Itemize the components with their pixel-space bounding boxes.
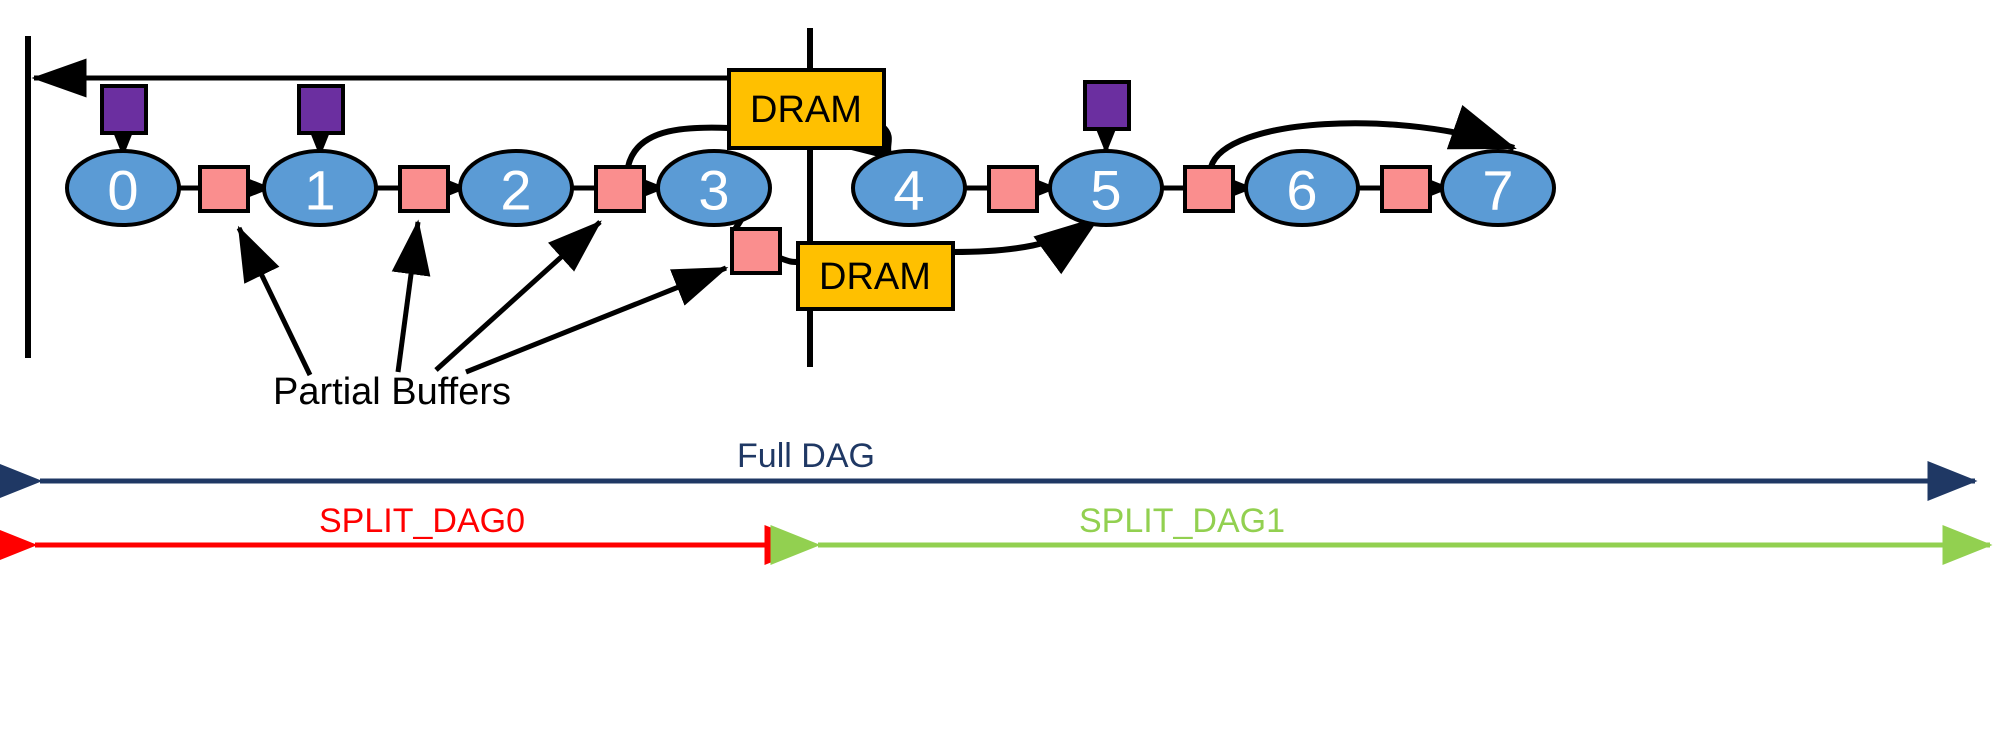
node-2[interactable]: 2 [458,149,574,227]
node-0-label: 0 [107,159,138,222]
node-1[interactable]: 1 [262,149,378,227]
edge-dram-lower-to-node5 [952,215,1101,275]
buffer-4-5[interactable] [987,165,1039,213]
full-dag-label: Full DAG [737,437,875,475]
partial-buffers-label: Partial Buffers [273,371,511,413]
buffer-3-dram[interactable] [730,227,782,275]
measure-full-dag: Full DAG [0,437,1978,501]
split-dag0-label: SPLIT_DAG0 [319,502,525,540]
edge-skip-buffer56-to-node7 [1208,105,1517,169]
dram-upper-label: DRAM [750,89,862,131]
weight-node-5[interactable] [1083,80,1131,131]
leader-to-buffer-3-dram [465,265,729,375]
node-4[interactable]: 4 [851,149,967,227]
dram-upper[interactable]: DRAM [727,68,886,150]
leader-to-buffer-2-3 [434,220,602,372]
weight-node-0[interactable] [100,84,148,135]
node-1-label: 1 [304,159,335,222]
node-0[interactable]: 0 [65,149,181,227]
measure-split-dag1: SPLIT_DAG1 [770,502,1993,565]
edge-buffer23-to-dram-upper [625,124,730,168]
weight-node-1[interactable] [297,84,345,135]
node-3-label: 3 [698,159,729,222]
node-5-label: 5 [1090,159,1121,222]
node-5[interactable]: 5 [1048,149,1164,227]
node-7-label: 7 [1482,159,1513,222]
node-6-label: 6 [1286,159,1317,222]
dram-lower-label: DRAM [819,256,931,298]
node-3[interactable]: 3 [656,149,772,227]
node-6[interactable]: 6 [1244,149,1360,227]
leader-to-buffer-0-1 [236,225,313,377]
node-4-label: 4 [893,159,924,222]
buffer-6-7[interactable] [1380,165,1432,213]
buffer-5-6[interactable] [1183,165,1235,213]
buffer-0-1[interactable] [198,165,250,213]
node-2-label: 2 [500,159,531,222]
buffer-1-2[interactable] [398,165,450,213]
node-7[interactable]: 7 [1440,149,1556,227]
split-dag1-label: SPLIT_DAG1 [1079,502,1285,540]
leader-to-buffer-1-2 [391,219,431,373]
dram-lower[interactable]: DRAM [796,241,955,311]
measure-split-dag0: SPLIT_DAG0 [0,502,815,565]
buffer-2-3[interactable] [594,165,646,213]
edge-bufferdram-to-dram-lower [778,255,799,265]
